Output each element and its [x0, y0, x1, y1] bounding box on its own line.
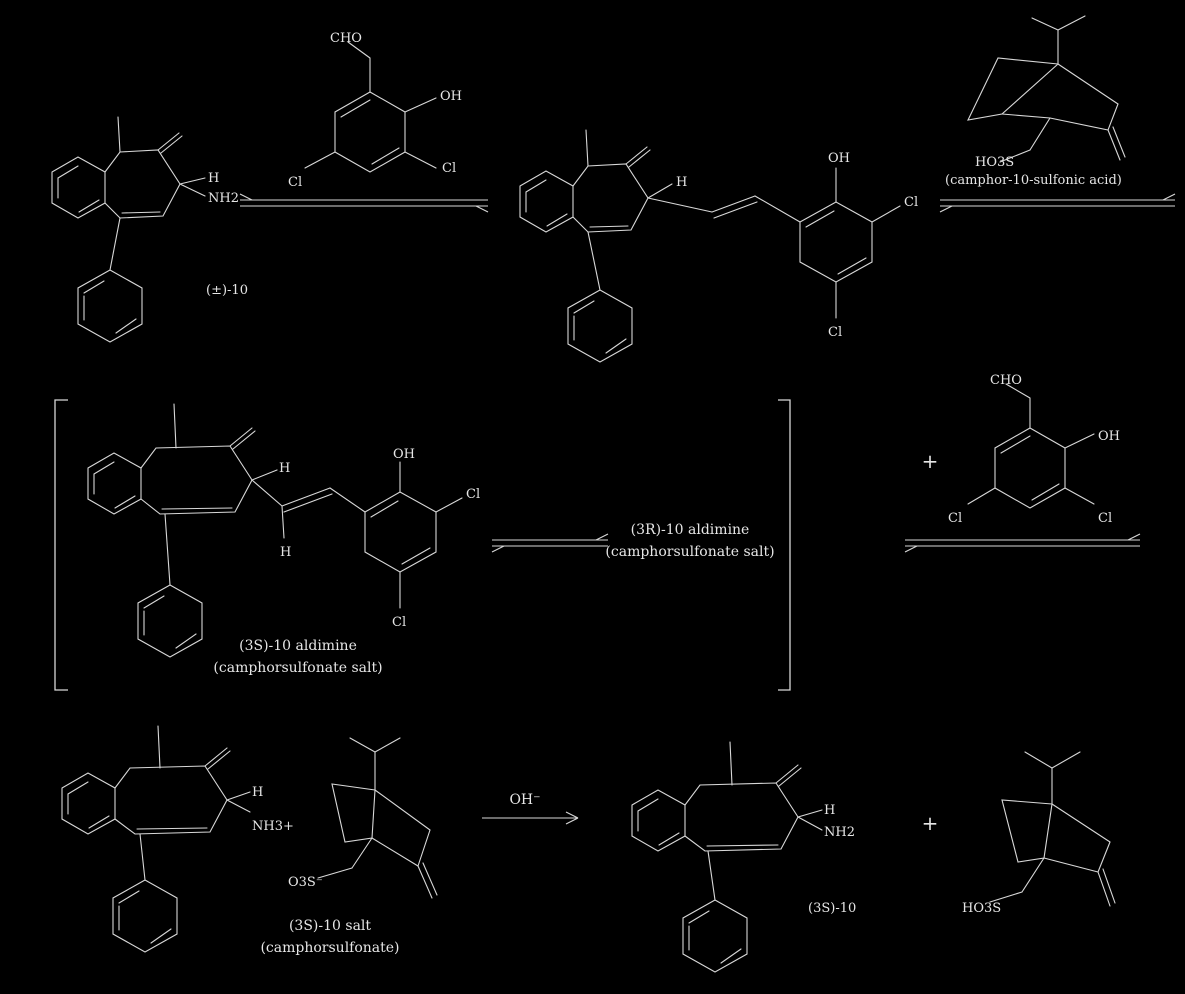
middle-imine-h-top-label: H — [279, 461, 290, 476]
middle-center-caption-1: (3R)-10 aldimine — [631, 522, 750, 538]
byproduct-so3h-label: HO3S — [962, 901, 1001, 916]
middle-imine-cl-right-label: Cl — [466, 487, 480, 502]
imine-cl-bottom-label: Cl — [828, 325, 842, 340]
aldehyde-cl-right-label: Cl — [442, 161, 456, 176]
racemic-label: (±)-10 — [206, 283, 248, 298]
benzodiazepine-racemic — [51, 116, 206, 343]
equilibrium-arrow-middle-inner — [491, 533, 609, 553]
stereo-nh2-label: NH2 — [208, 191, 239, 206]
equilibrium-arrow-top-left — [239, 193, 489, 213]
aldehyde-cho-label: CHO — [330, 31, 362, 46]
equilibrium-arrow-middle-right — [904, 533, 1141, 553]
camphorsulfonic-acid-top — [967, 15, 1126, 163]
dichlorosalicylaldehyde-middle — [967, 383, 1095, 509]
camphorsulfonic-acid-bottom — [989, 751, 1116, 907]
salt-caption-1: (3S)-10 salt — [289, 918, 371, 934]
base-reagent-label: OH⁻ — [509, 792, 540, 808]
aldehyde-oh-label: OH — [440, 89, 462, 104]
imine-h-label: H — [676, 175, 687, 190]
middle-aldehyde-oh-label: OH — [1098, 429, 1120, 444]
middle-plus-sign: + — [922, 449, 939, 473]
middle-aldehyde-cl-left-label: Cl — [948, 511, 962, 526]
ammonium-salt-bottom — [61, 725, 251, 953]
camphor-so3h-label: HO3S — [975, 155, 1014, 170]
imine-oh-label: OH — [828, 151, 850, 166]
stereo-h-label: H — [208, 171, 219, 186]
product-h-label: H — [824, 803, 835, 818]
bracket-left — [54, 399, 68, 691]
middle-imine-h-bottom-label: H — [280, 545, 291, 560]
aldehyde-cl-left-label: Cl — [288, 175, 302, 190]
salt-nh3-label: NH3+ — [252, 819, 294, 834]
salt-h-label: H — [252, 785, 263, 800]
camphorsulfonic-acid-caption: (camphor-10-sulfonic acid) — [945, 173, 1122, 188]
middle-aldehyde-cho-label: CHO — [990, 373, 1022, 388]
middle-left-caption-1: (3S)-10 aldimine — [239, 638, 357, 654]
middle-aldehyde-cl-right-label: Cl — [1098, 511, 1112, 526]
middle-left-caption-2: (camphorsulfonate salt) — [213, 660, 382, 676]
imine-adduct-top — [519, 129, 901, 363]
middle-imine-cl-bottom-label: Cl — [392, 615, 406, 630]
middle-imine-oh-label: OH — [393, 447, 415, 462]
reaction-arrow-bottom — [482, 811, 579, 825]
equilibrium-arrow-top-right — [939, 193, 1176, 213]
imine-cl-right-label: Cl — [904, 195, 918, 210]
product-label: (3S)-10 — [808, 901, 856, 916]
camphorsulfonate-bottom — [317, 737, 438, 899]
bottom-plus-sign: + — [922, 811, 939, 835]
salt-caption-2: (camphorsulfonate) — [260, 940, 399, 956]
product-nh2-label: NH2 — [824, 825, 855, 840]
salt-so3-label: O3S⁻ — [288, 875, 323, 890]
middle-center-caption-2: (camphorsulfonate salt) — [605, 544, 774, 560]
dichlorosalicylaldehyde-top — [304, 41, 437, 173]
bracket-right — [778, 399, 791, 691]
benzodiazepine-s-product — [631, 741, 823, 973]
iminium-salt-middle — [87, 403, 463, 658]
